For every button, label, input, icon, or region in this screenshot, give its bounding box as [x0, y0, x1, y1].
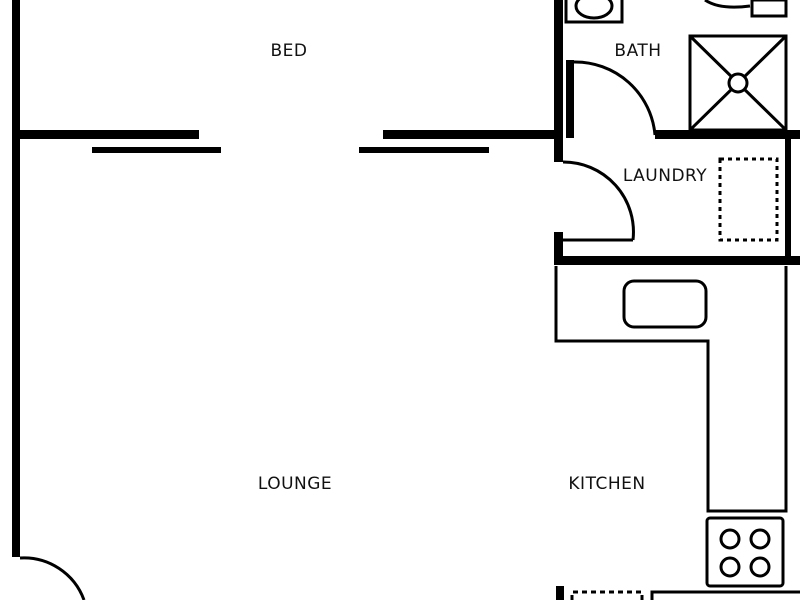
- bath-fixtures: [564, 0, 788, 132]
- appliance-dashed: [570, 590, 644, 600]
- room-label-bath: BATH: [614, 41, 661, 61]
- wardrobe-door-right: [359, 147, 489, 153]
- wall-bath-left: [554, 0, 563, 162]
- wardrobe-doors: [92, 147, 489, 153]
- entry-door-swing: [19, 556, 86, 600]
- wall-left-lower: [12, 137, 20, 557]
- wall-bath-laundry: [655, 130, 800, 139]
- wall-bed-right: [383, 130, 561, 139]
- bath-door-swing: [573, 60, 657, 136]
- kitchen-bench: [554, 266, 788, 513]
- appliance-solid: [650, 590, 800, 600]
- toilet-icon: [564, 0, 624, 24]
- wall-stub-bottom: [556, 586, 564, 600]
- wall-laundry-left: [554, 232, 563, 264]
- wall-bath-inner: [566, 60, 574, 138]
- shower-icon: [688, 34, 788, 132]
- sink-icon: [622, 279, 708, 329]
- wall-bed-left: [12, 130, 199, 139]
- wall-right-bath: [785, 130, 791, 264]
- room-label-bed: BED: [271, 41, 308, 61]
- room-label-lounge: LOUNGE: [258, 474, 332, 494]
- cooktop-icon: [705, 516, 785, 588]
- wall-laundry-kitchen: [554, 256, 800, 265]
- laundry-door-swing: [562, 160, 635, 241]
- wardrobe-door-left: [92, 147, 221, 153]
- room-label-kitchen: KITCHEN: [568, 474, 645, 494]
- room-label-laundry: LAUNDRY: [623, 166, 707, 186]
- sink-icon: [704, 0, 788, 18]
- bottom-appliances: [570, 590, 800, 600]
- walls: [12, 0, 800, 600]
- door-swings: [19, 60, 657, 600]
- washer-icon: [718, 157, 779, 242]
- wall-left-exterior: [12, 0, 20, 132]
